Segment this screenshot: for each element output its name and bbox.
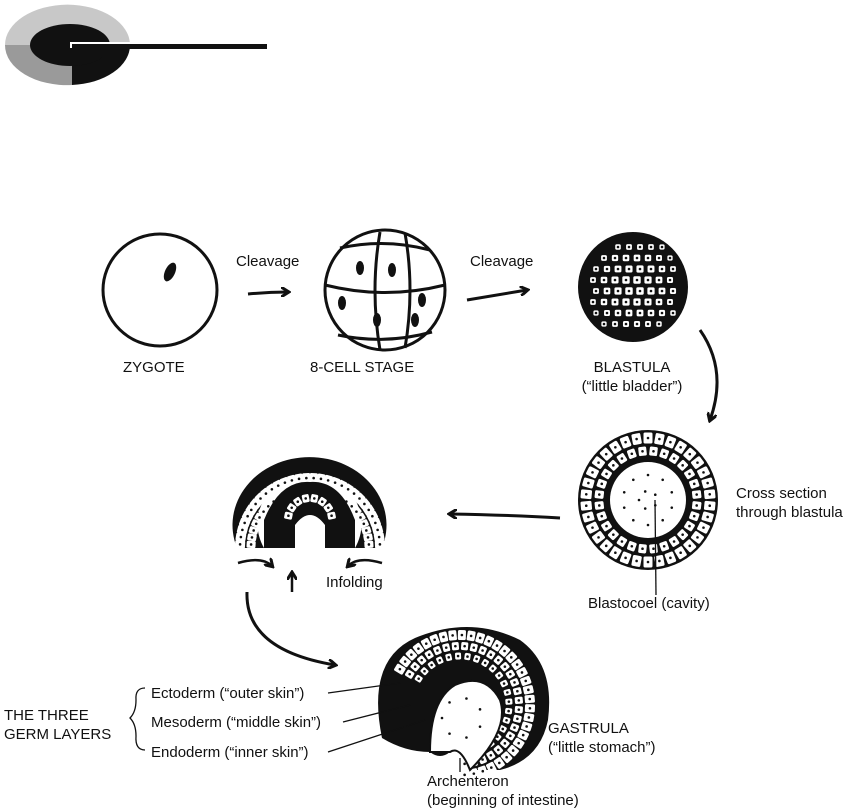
eye-logo-icon (5, 5, 267, 85)
blastocoel-label: Blastocoel (cavity) (588, 595, 710, 613)
blastula-meaning: (“little bladder”) (568, 378, 696, 396)
cross-section-label-1: Cross section (736, 485, 827, 503)
zygote-drawing (103, 234, 217, 346)
mesoderm-label: Mesoderm (“middle skin”) (151, 714, 321, 732)
gastrula-drawing (378, 627, 549, 780)
archenteron-meaning: (beginning of intestine) (427, 792, 579, 810)
blastula-drawing (578, 232, 688, 342)
infolding-label: Infolding (326, 574, 383, 592)
gastrula-meaning: (“little stomach”) (548, 739, 656, 757)
cleavage-label-2: Cleavage (470, 253, 533, 271)
endoderm-label: Endoderm (“inner skin”) (151, 744, 309, 762)
eight-cell-drawing (325, 230, 445, 350)
gastrula-label: GASTRULA (548, 720, 629, 738)
germ-layers-label-2: GERM LAYERS (4, 726, 111, 744)
archenteron-label: Archenteron (427, 773, 509, 791)
cleavage-label-1: Cleavage (236, 253, 299, 271)
zygote-label: ZYGOTE (123, 359, 185, 377)
blastula-cross-section-drawing (578, 430, 718, 595)
infolding-embryo-drawing (233, 457, 387, 592)
blastula-label: BLASTULA (572, 359, 692, 377)
cross-section-label-2: through blastula (736, 504, 843, 522)
germ-layers-label-1: THE THREE (4, 707, 89, 725)
eight-cell-label: 8-CELL STAGE (310, 359, 414, 377)
ectoderm-label: Ectoderm (“outer skin”) (151, 685, 304, 703)
